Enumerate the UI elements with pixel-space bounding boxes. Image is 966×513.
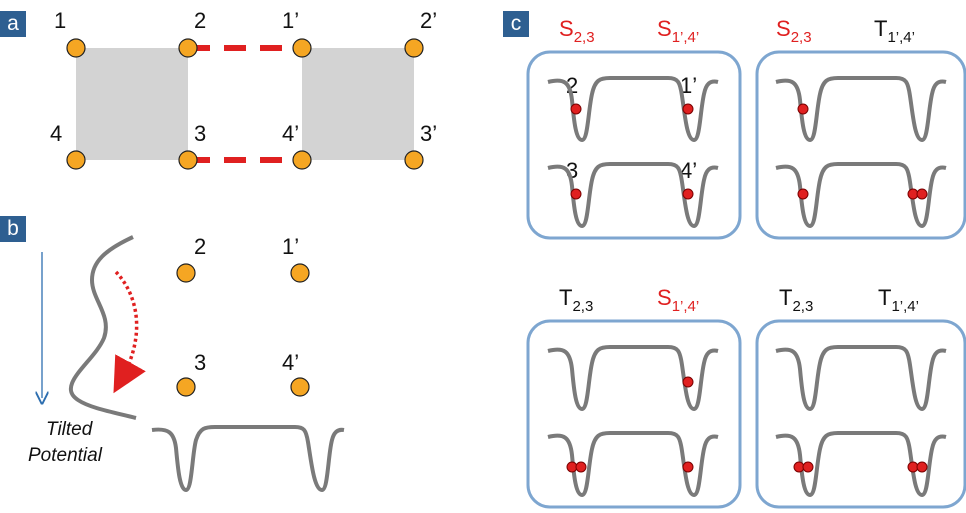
site-label: 4: [50, 121, 62, 146]
site-label: 4’: [680, 158, 697, 183]
particle: [916, 188, 928, 200]
particle: [916, 461, 928, 473]
caption-line-2: Potential: [28, 445, 103, 466]
state-label-right: S1’,4’: [657, 16, 699, 46]
particle: [570, 103, 582, 115]
state-label-left: S2,3: [559, 16, 595, 46]
panel-a-tag: a: [0, 11, 26, 37]
well-curve: [775, 162, 947, 229]
site-label: 4’: [282, 350, 299, 375]
state-label-left: S2,3: [776, 16, 812, 46]
plaquette-right: [302, 48, 414, 160]
state-box: [755, 319, 966, 509]
panel-c-tag: c: [503, 11, 529, 37]
site-label: 1’: [680, 73, 697, 98]
well-curve: [547, 431, 719, 498]
particles: [566, 103, 928, 473]
particle: [682, 188, 694, 200]
particle: [570, 188, 582, 200]
state-label-left: T2,3: [779, 285, 813, 315]
well-curve: [775, 431, 947, 498]
site-label: 1’: [282, 8, 299, 33]
panel-b: Tilted Potential 2 1’ 3 4’: [28, 234, 345, 493]
site-label: 3: [194, 121, 206, 146]
state-label-left: T2,3: [559, 285, 593, 315]
tilted-potential-curve: [68, 235, 137, 420]
particle: [797, 103, 809, 115]
site-label: 1: [54, 8, 66, 33]
particle: [802, 461, 814, 473]
plaquette-left: [76, 48, 188, 160]
well-curve: [547, 345, 719, 412]
well-curve: [775, 76, 947, 143]
site-label: 2: [194, 234, 206, 259]
site-label: 1’: [282, 234, 299, 259]
particle: [797, 188, 809, 200]
particle: [575, 461, 587, 473]
double-well-potential: [151, 425, 345, 493]
tunneling-arrow: [113, 270, 146, 394]
well-curve: [547, 162, 719, 229]
site-label: 2’: [420, 8, 437, 33]
site-label: 3’: [420, 121, 437, 146]
panel-a: 1 2 1’ 2’ 4 3 4’ 3’: [50, 8, 437, 170]
particle: [682, 376, 694, 388]
particle: [682, 103, 694, 115]
state-box: [526, 50, 742, 240]
site-label: 2: [194, 8, 206, 33]
state-box: [526, 319, 742, 509]
state-label-right: S1’,4’: [657, 285, 699, 315]
state-box: [755, 50, 966, 240]
well-curve: [547, 76, 719, 143]
double-well-curves: [547, 76, 947, 498]
particle: [682, 461, 694, 473]
site-label: 3: [194, 350, 206, 375]
site-dots-a: [66, 38, 424, 170]
state-label-right: T1’,4’: [874, 16, 915, 46]
site-dots-b: [176, 263, 310, 397]
caption-line-1: Tilted: [46, 419, 94, 440]
panel-c: S2,3 S1’,4’ S2,3 T1’,4’ T2,3 S1’,4’ T2,3…: [526, 16, 966, 509]
well-curve: [775, 345, 947, 412]
panel-b-tag: b: [0, 216, 26, 242]
site-label: 4’: [282, 121, 299, 146]
state-label-right: T1’,4’: [878, 285, 919, 315]
